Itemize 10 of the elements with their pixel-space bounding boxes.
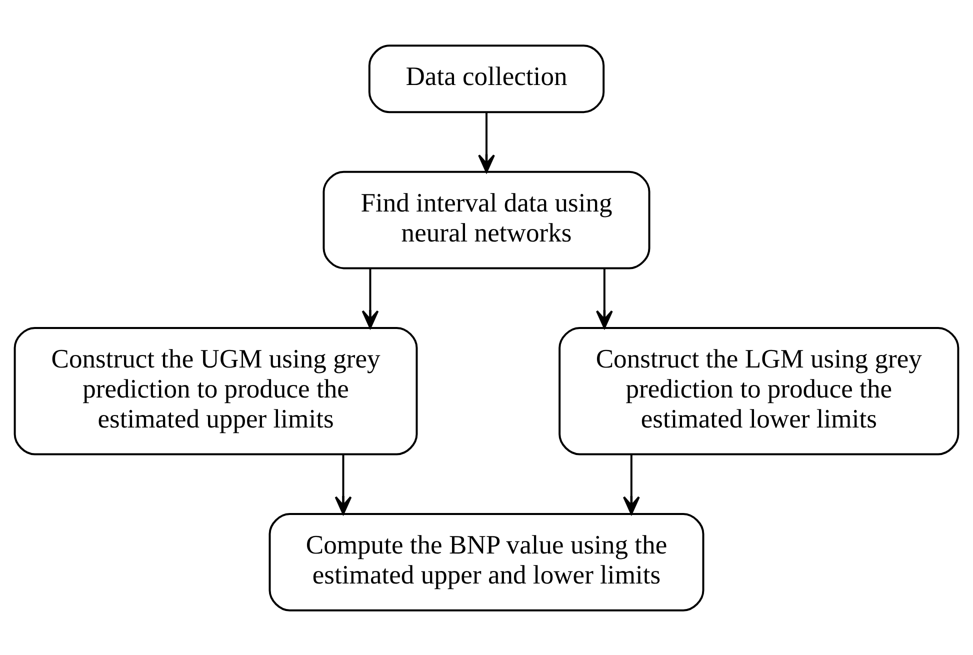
arrow	[478, 112, 495, 172]
node-box: Construct the LGM using grey prediction to produce the estimated lower limits	[558, 326, 960, 455]
node-box: Data collection	[368, 44, 605, 113]
arrow	[362, 268, 379, 328]
arrow	[622, 454, 640, 514]
arrow	[596, 268, 613, 328]
node-box: Find interval data using neural networks	[322, 170, 650, 269]
node-box: Compute the BNP value using the estimated upper and lower limits	[268, 512, 704, 611]
node-box: Construct the UGM using grey prediction to produce the estimated upper limits	[14, 326, 418, 455]
arrow	[334, 454, 352, 514]
